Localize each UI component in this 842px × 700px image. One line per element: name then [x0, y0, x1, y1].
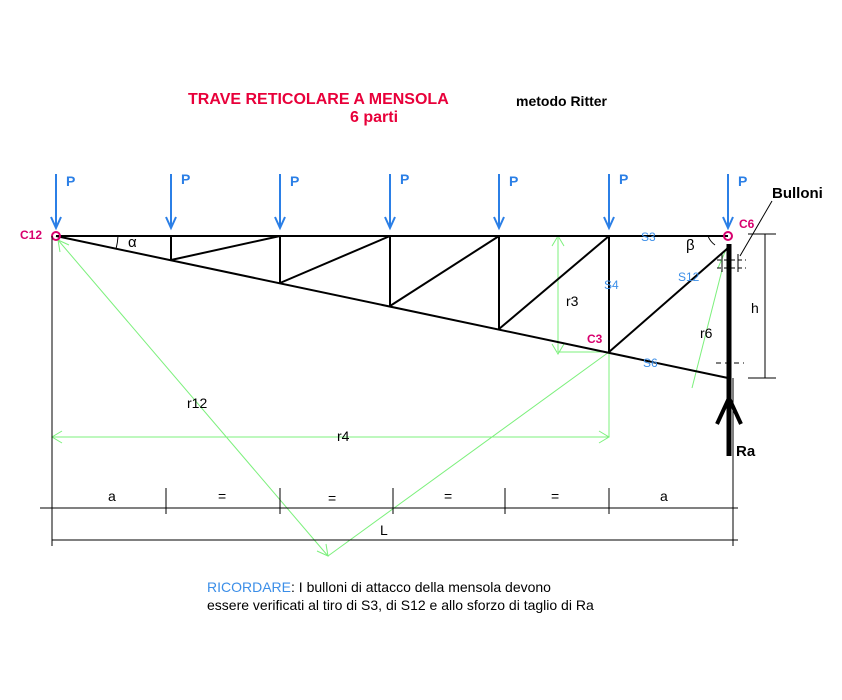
support-column: [715, 244, 746, 456]
diagram-title: TRAVE RETICOLARE A MENSOLA: [188, 91, 449, 108]
angle-arcs: [115, 235, 716, 250]
parts-label: 6 parti: [350, 109, 399, 126]
load-label-6: P: [619, 171, 628, 187]
r12-label: r12: [187, 395, 207, 411]
r6-label: r6: [700, 325, 713, 341]
bulloni-pointer: [739, 200, 773, 257]
c12-label: C12: [20, 228, 42, 242]
alpha-label: α: [128, 234, 137, 251]
node-c6: [723, 231, 733, 241]
s12-label: S12: [678, 270, 700, 284]
s6-label: S6: [643, 356, 658, 370]
s3-label: S3: [641, 230, 656, 244]
load-label-5: P: [509, 173, 518, 189]
r3-label: r3: [566, 293, 579, 309]
load-label-3: P: [290, 173, 299, 189]
method-label: metodo Ritter: [516, 93, 607, 109]
load-arrowhead-1: [50, 216, 62, 231]
dim-label-6: a: [660, 488, 668, 504]
c6-label: C6: [739, 217, 755, 231]
load-arrowhead-4: [384, 216, 396, 231]
load-label-1: P: [66, 173, 75, 189]
ra-label: Ra: [736, 443, 756, 460]
load-arrowhead-5: [493, 216, 505, 231]
load-label-2: P: [181, 171, 190, 187]
note-line-2: essere verificati al tiro di S3, di S12 …: [207, 597, 594, 613]
dim-label-4: =: [444, 488, 452, 504]
load-arrowhead-2: [165, 216, 177, 231]
note: RICORDARE: I bulloni di attacco della me…: [207, 578, 594, 614]
truss: [55, 235, 729, 379]
load-arrowhead-6: [603, 216, 615, 231]
r4-label: r4: [337, 428, 350, 444]
beta-label: β: [686, 237, 695, 254]
dim-label-5: =: [551, 488, 559, 504]
s4-label: S4: [604, 278, 619, 292]
note-line-1: : I bulloni di attacco della mensola dev…: [291, 579, 551, 595]
length-label: L: [380, 522, 388, 538]
dim-label-1: a: [108, 488, 116, 504]
load-label-7: P: [738, 173, 747, 189]
construction-lines: [51, 235, 729, 557]
note-keyword: RICORDARE: [207, 579, 292, 595]
dim-label-3: =: [328, 490, 336, 506]
c3-label: C3: [587, 332, 603, 346]
load-arrowhead-3: [274, 216, 286, 231]
load-arrowhead-7: [722, 216, 734, 231]
bulloni-label: Bulloni: [772, 185, 823, 202]
h-label: h: [751, 300, 759, 316]
bottom-dimensions: [40, 236, 738, 546]
dim-label-2: =: [218, 488, 226, 504]
load-label-4: P: [400, 171, 409, 187]
